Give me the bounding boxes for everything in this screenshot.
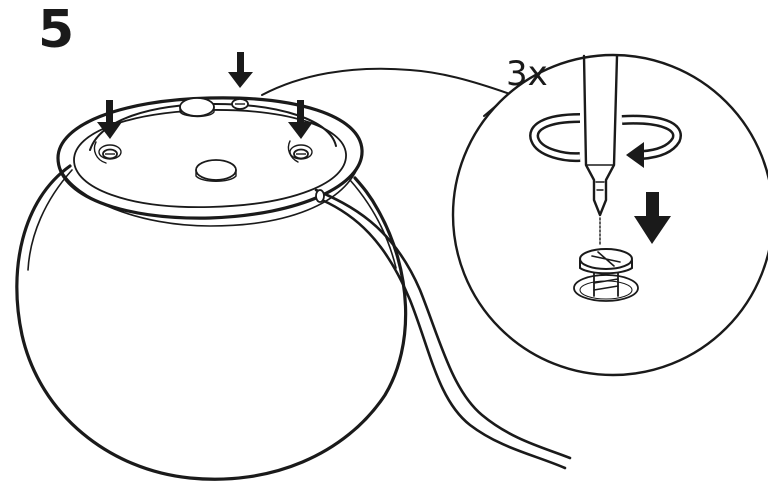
step-number: 5 xyxy=(38,0,75,60)
repeat-count-label: 3x xyxy=(506,54,548,94)
power-cable xyxy=(314,188,572,470)
base-plate xyxy=(56,96,364,227)
screw-head-left xyxy=(98,144,122,160)
screw-head-right xyxy=(289,144,313,160)
boss-bottom xyxy=(195,159,237,181)
clockwise-rotation-icon xyxy=(529,113,682,168)
detail-arrow-down-icon xyxy=(634,192,671,244)
arrow-down-icon xyxy=(97,52,313,139)
screwdriver-icon xyxy=(582,54,619,247)
lamp-globe xyxy=(15,164,408,481)
boss-top xyxy=(179,97,215,117)
screw-head-top xyxy=(231,98,249,110)
detail-callout xyxy=(451,53,768,377)
screw-icon xyxy=(573,248,639,302)
